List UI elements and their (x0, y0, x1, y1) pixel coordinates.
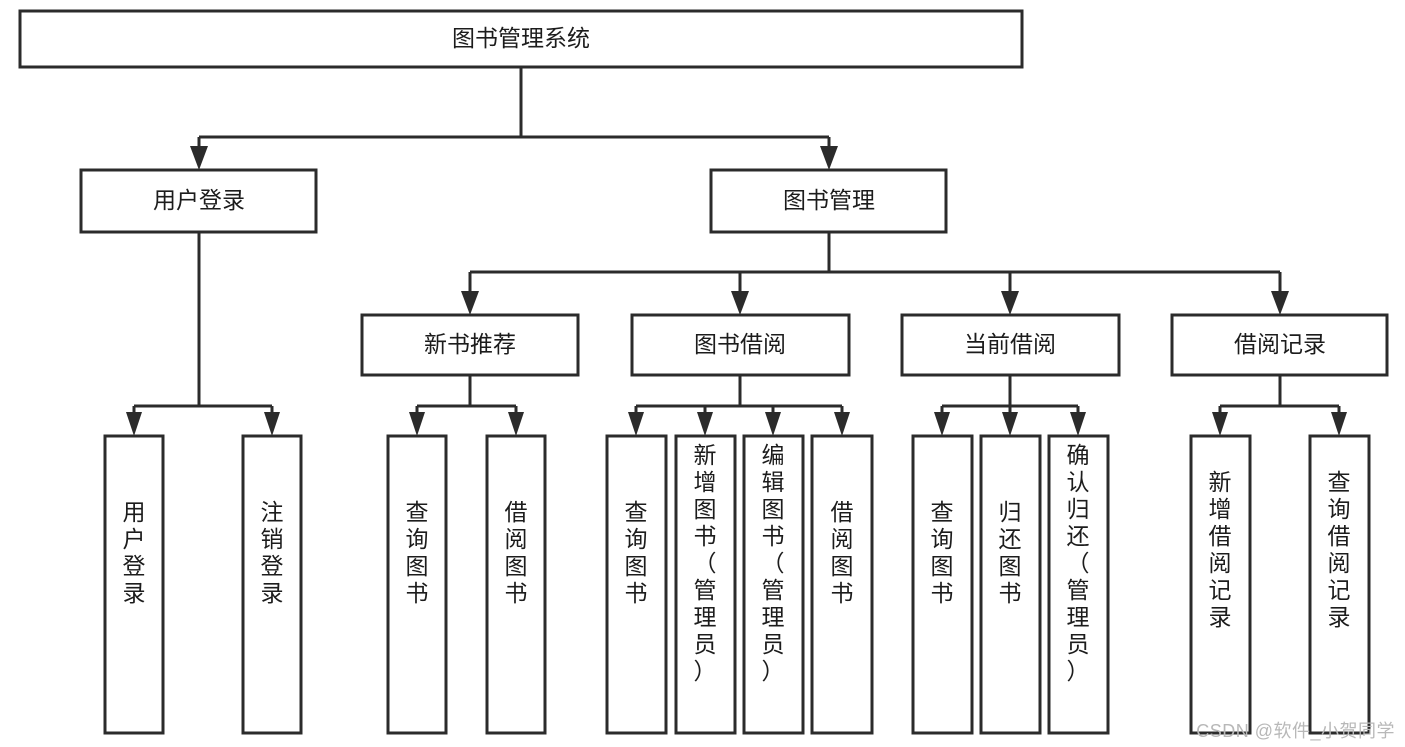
node-book-management-box[interactable] (709, 168, 948, 234)
arrow-head-book-manage (820, 146, 838, 170)
node-book-management[interactable]: 图书管理 (709, 168, 948, 234)
leaf-add-borrow-record-label: 新增借阅记录 (1209, 469, 1232, 630)
node-book-management-label: 图书管理 (783, 187, 875, 213)
node-user-login[interactable]: 用户登录 (79, 168, 318, 234)
leaf-edit-book-admin-label: 编辑图书（管理员） (762, 442, 785, 684)
arrow-head-leaf-return-book (1002, 412, 1018, 436)
node-root-label: 图书管理系统 (452, 25, 590, 51)
leaf-logout-label: 注销登录 (261, 499, 284, 606)
arrow-head-borrow (731, 291, 749, 315)
leaf-query-book-2[interactable]: 查询图书 (605, 434, 668, 735)
leaf-user-login[interactable]: 用户登录 (103, 434, 165, 735)
connector-layer (126, 67, 1347, 436)
csdn-watermark: CSDN @软件_小贺同学 (1196, 721, 1395, 741)
node-book-borrow-box[interactable] (630, 313, 851, 377)
leaf-edit-book-admin-box[interactable] (742, 434, 805, 735)
arrow-head-leaf-query-record (1331, 412, 1347, 436)
leaf-user-login-box[interactable] (103, 434, 165, 735)
leaf-confirm-return-admin-label: 确认归还（管理员） (1067, 442, 1090, 684)
arrow-head-leaf-query-book-3 (934, 412, 950, 436)
node-book-borrow[interactable]: 图书借阅 (630, 313, 851, 377)
leaf-add-book-admin-box[interactable] (674, 434, 737, 735)
leaf-confirm-return-admin[interactable]: 确认归还（管理员） (1047, 434, 1110, 735)
leaf-query-borrow-record-label: 查询借阅记录 (1328, 469, 1351, 630)
node-borrow-record-box[interactable] (1170, 313, 1389, 377)
leaf-edit-book-admin[interactable]: 编辑图书（管理员） (742, 434, 805, 735)
node-new-book-recommend-box[interactable] (360, 313, 580, 377)
leaf-confirm-return-admin-box[interactable] (1047, 434, 1110, 735)
node-new-book-recommend[interactable]: 新书推荐 (360, 313, 580, 377)
arrow-head-leaf-user-login (126, 412, 142, 436)
leaf-query-borrow-record-box[interactable] (1308, 434, 1371, 735)
leaf-query-book-3[interactable]: 查询图书 (911, 434, 974, 735)
leaf-query-book-3-label: 查询图书 (931, 499, 954, 606)
arrow-head-current (1001, 291, 1019, 315)
node-borrow-record-label: 借阅记录 (1234, 331, 1326, 357)
node-borrow-record[interactable]: 借阅记录 (1170, 313, 1389, 377)
node-current-borrow-label: 当前借阅 (964, 331, 1056, 357)
leaf-query-book-2-box[interactable] (605, 434, 668, 735)
leaf-return-book[interactable]: 归还图书 (979, 434, 1042, 735)
arrow-head-leaf-confirm-return (1070, 412, 1086, 436)
leaf-query-book-1-box[interactable] (386, 434, 448, 735)
arrow-head-record (1271, 291, 1289, 315)
leaf-borrow-book-2-label: 借阅图书 (831, 499, 854, 606)
leaf-add-borrow-record-box[interactable] (1189, 434, 1252, 735)
leaf-borrow-book-2[interactable]: 借阅图书 (810, 434, 874, 735)
node-book-borrow-label: 图书借阅 (694, 331, 786, 357)
leaf-query-book-1[interactable]: 查询图书 (386, 434, 448, 735)
arrow-head-leaf-add-record (1212, 412, 1228, 436)
leaf-return-book-box[interactable] (979, 434, 1042, 735)
arrow-head-newbook (461, 291, 479, 315)
leaf-borrow-book-1[interactable]: 借阅图书 (485, 434, 547, 735)
leaf-add-book-admin-label: 新增图书（管理员） (694, 442, 717, 684)
node-current-borrow-box[interactable] (900, 313, 1121, 377)
leaf-user-login-label: 用户登录 (123, 499, 146, 606)
node-new-book-recommend-label: 新书推荐 (424, 331, 516, 357)
node-user-login-box[interactable] (79, 168, 318, 234)
node-root[interactable]: 图书管理系统 (18, 9, 1024, 69)
leaf-query-book-1-label: 查询图书 (406, 499, 429, 606)
arrow-head-leaf-logout (264, 412, 280, 436)
leaf-logout-box[interactable] (241, 434, 303, 735)
node-root-box[interactable] (18, 9, 1024, 69)
leaf-borrow-book-2-box[interactable] (810, 434, 874, 735)
leaf-borrow-book-1-box[interactable] (485, 434, 547, 735)
leaf-query-book-2-label: 查询图书 (625, 499, 648, 606)
node-user-login-label: 用户登录 (153, 187, 245, 213)
leaf-query-borrow-record[interactable]: 查询借阅记录 (1308, 434, 1371, 735)
arrow-head-user-login (190, 146, 208, 170)
leaf-query-book-3-box[interactable] (911, 434, 974, 735)
arrow-head-leaf-borrow-book-2 (834, 412, 850, 436)
arrow-head-leaf-edit-book (765, 412, 781, 436)
node-current-borrow[interactable]: 当前借阅 (900, 313, 1121, 377)
leaf-logout[interactable]: 注销登录 (241, 434, 303, 735)
arrow-head-leaf-query-book-1 (409, 412, 425, 436)
leaf-add-borrow-record[interactable]: 新增借阅记录 (1189, 434, 1252, 735)
leaf-add-book-admin[interactable]: 新增图书（管理员） (674, 434, 737, 735)
arrow-head-leaf-query-book-2 (628, 412, 644, 436)
arrow-head-leaf-borrow-book-1 (508, 412, 524, 436)
arrow-head-leaf-add-book (697, 412, 713, 436)
leaf-borrow-book-1-label: 借阅图书 (505, 499, 528, 606)
leaf-return-book-label: 归还图书 (999, 499, 1022, 606)
